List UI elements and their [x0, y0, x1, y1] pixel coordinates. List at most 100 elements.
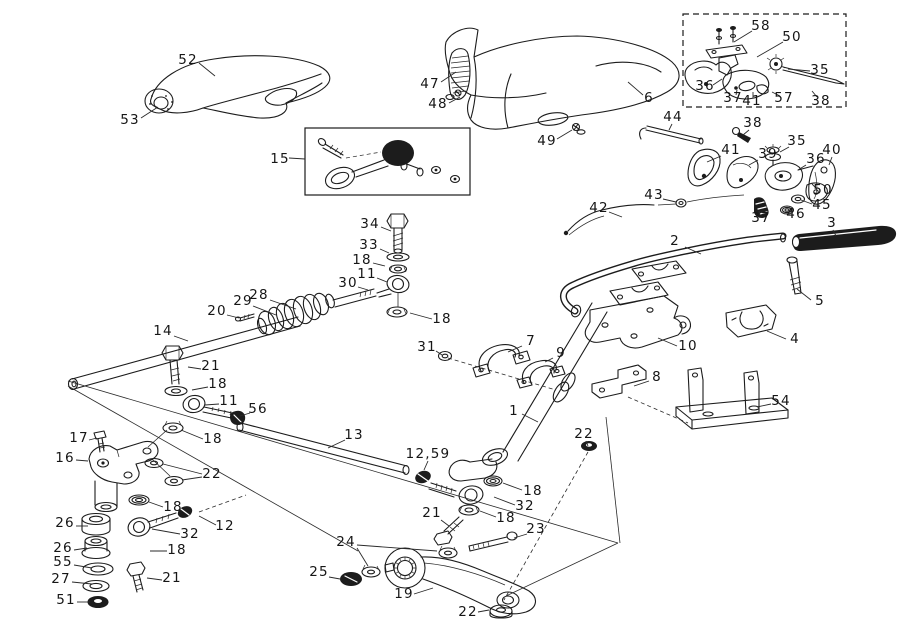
handlebar-art	[560, 232, 787, 318]
part-label-43: 43	[644, 187, 664, 203]
part-label-12-59: 12,59	[406, 446, 451, 462]
leader-line	[252, 305, 277, 316]
part-label-26: 26	[55, 515, 75, 531]
part-label-50: 50	[782, 29, 802, 45]
screw-48-art	[445, 89, 462, 101]
part-label-17: 17	[69, 430, 89, 446]
leader-line	[204, 403, 220, 406]
construction-line	[198, 494, 247, 513]
leader-line	[327, 439, 346, 449]
part-label-24: 24	[336, 534, 356, 550]
part-label-48: 48	[428, 96, 448, 112]
seat-end-stipple	[149, 95, 173, 110]
column-strap-9-art	[516, 359, 566, 389]
part-label-37: 37	[751, 210, 771, 226]
leader-line	[191, 386, 209, 391]
part-label-19: 19	[394, 586, 414, 602]
part-label-37: 37	[723, 90, 743, 106]
part-label-22: 22	[574, 426, 594, 442]
part-label-22: 22	[202, 466, 222, 482]
detail-box-15	[304, 127, 471, 196]
steering-bracket-art	[584, 295, 692, 349]
leader-line	[712, 78, 723, 86]
part-label-38: 38	[811, 93, 831, 109]
part-label-2: 2	[670, 233, 680, 249]
part-label-32: 32	[180, 526, 200, 542]
pivot-bracket-16-art	[88, 430, 159, 513]
part-label-54: 54	[771, 393, 791, 409]
leader-line	[146, 577, 163, 581]
leader-line	[423, 460, 429, 471]
leader-line	[766, 330, 787, 340]
part-label-20: 20	[207, 303, 227, 319]
part-label-1: 1	[509, 403, 519, 419]
leader-line	[828, 156, 833, 166]
part-label-5: 5	[815, 293, 825, 309]
part-label-23: 23	[526, 521, 546, 537]
leader-line	[742, 129, 750, 136]
left-linkage-stack-art	[127, 345, 246, 537]
construction-line	[503, 451, 589, 601]
part-label-18: 18	[523, 483, 543, 499]
leader-line	[376, 277, 388, 283]
leader-line	[162, 463, 203, 475]
choke-lever-detail-art	[317, 138, 461, 190]
inset-detail-box	[682, 13, 847, 108]
leader-line	[811, 183, 818, 190]
leader-line	[328, 576, 341, 580]
construction-line	[447, 357, 557, 391]
part-label-33: 33	[359, 237, 379, 253]
part-label-21: 21	[422, 505, 442, 521]
construction-line	[147, 429, 168, 448]
part-label-18: 18	[496, 510, 516, 526]
leader-line	[493, 496, 516, 506]
clamp-half-art	[725, 304, 777, 338]
leader-line	[477, 609, 490, 613]
leader-line	[748, 159, 759, 166]
part-label-52: 52	[178, 52, 198, 68]
leader-line	[758, 210, 761, 216]
part-label-41: 41	[721, 142, 741, 158]
part-label-16: 16	[55, 450, 75, 466]
handgrip-art	[791, 225, 897, 251]
part-label-32: 32	[515, 498, 535, 514]
leader-line	[668, 123, 673, 131]
part-label-34: 34	[360, 216, 380, 232]
leader-line	[448, 96, 461, 104]
part-label-39: 39	[758, 146, 778, 162]
leader-line	[585, 440, 589, 447]
leader-line	[756, 41, 784, 58]
lower-linkage-art	[415, 470, 518, 552]
bracket-8-art	[591, 364, 647, 399]
bolt-5-art	[786, 256, 802, 295]
leader-line	[140, 106, 159, 119]
leader-line	[756, 403, 772, 408]
construction-line	[505, 542, 619, 597]
leader-line	[379, 248, 390, 254]
part-label-58: 58	[751, 18, 771, 34]
part-label-29: 29	[233, 293, 253, 309]
leader-line	[662, 198, 677, 203]
leader-line	[71, 581, 93, 585]
leader-line	[787, 68, 811, 72]
part-label-11: 11	[219, 393, 239, 409]
part-label-13: 13	[344, 427, 364, 443]
leader-line	[372, 262, 386, 267]
construction-line	[67, 385, 359, 552]
leader-line	[187, 366, 202, 370]
lever-cluster-art	[639, 125, 836, 218]
part-label-57: 57	[774, 90, 794, 106]
construction-line	[627, 396, 689, 424]
part-label-30: 30	[338, 275, 358, 291]
bushing-stack-art	[81, 512, 114, 609]
part-label-21: 21	[201, 358, 221, 374]
leader-line	[544, 357, 554, 363]
leader-line	[198, 515, 217, 526]
part-label-42: 42	[589, 200, 609, 216]
construction-line	[605, 416, 621, 544]
leader-line	[73, 547, 88, 551]
part-label-31: 31	[417, 339, 437, 355]
part-label-40: 40	[822, 142, 842, 158]
